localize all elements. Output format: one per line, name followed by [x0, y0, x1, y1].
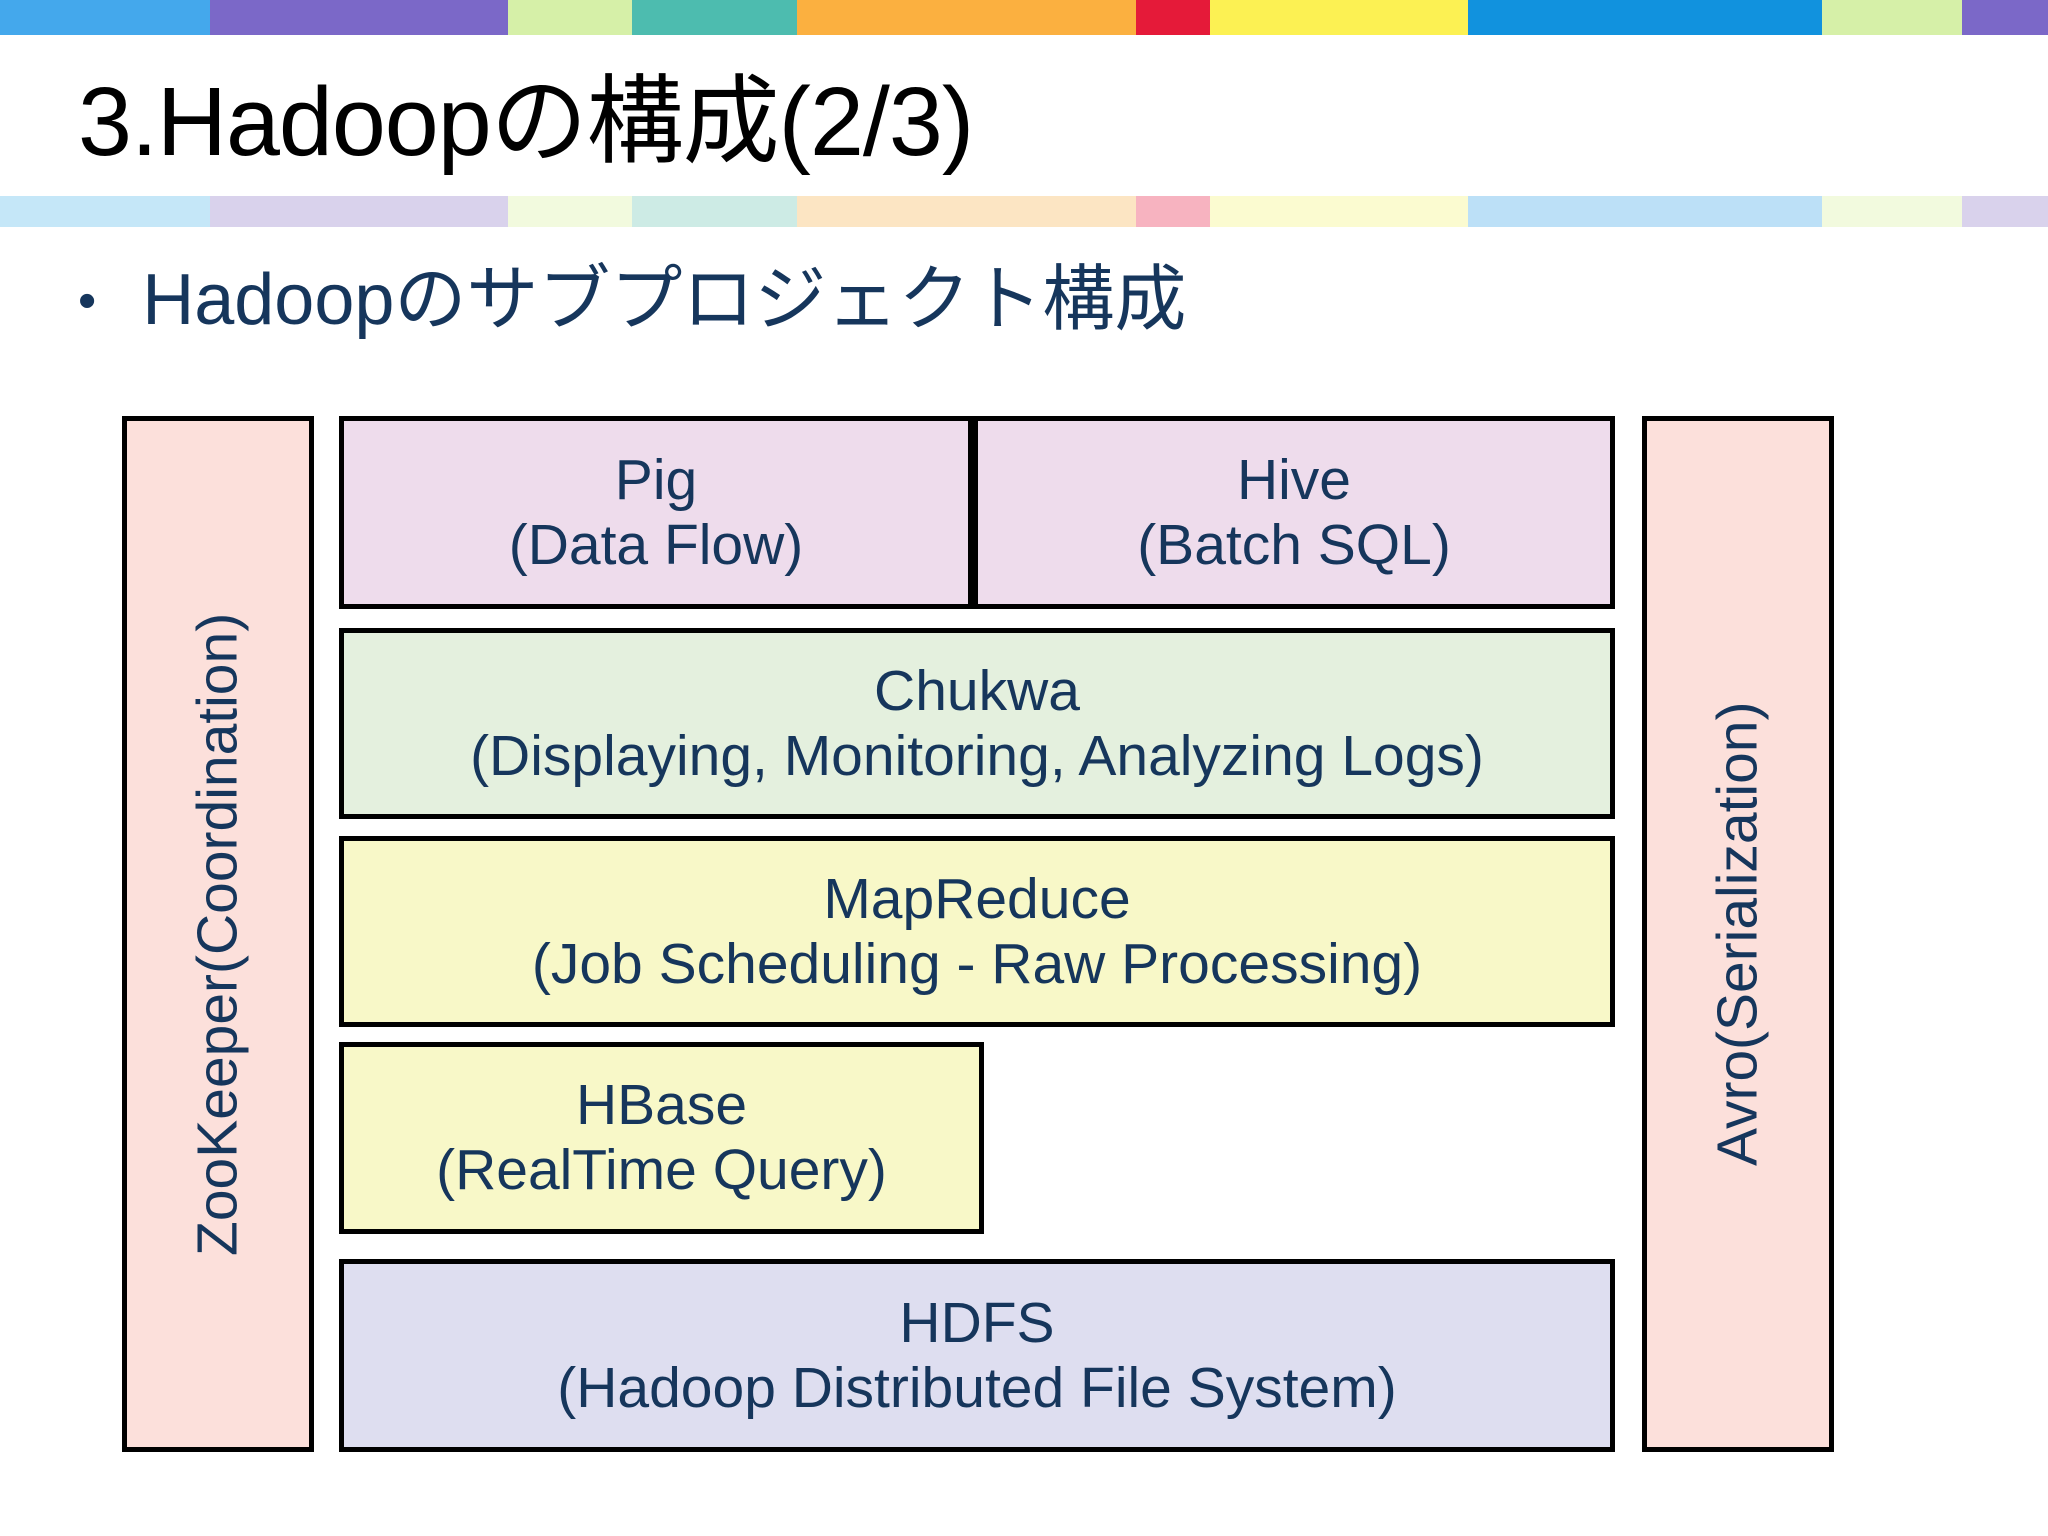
color-strip-segment-8: [1822, 196, 1962, 227]
color-strip-segment-5: [1136, 196, 1210, 227]
hdfs-label: HDFS (Hadoop Distributed File System): [557, 1290, 1397, 1420]
color-strip-segment-7: [1468, 196, 1822, 227]
diagram-box-chukwa: Chukwa (Displaying, Monitoring, Analyzin…: [339, 628, 1615, 819]
top-color-strip: [0, 0, 2048, 35]
color-strip-segment-6: [1210, 196, 1468, 227]
hbase-label: HBase (RealTime Query): [436, 1073, 887, 1202]
diagram-box-hbase: HBase (RealTime Query): [339, 1042, 984, 1234]
color-strip-segment-8: [1822, 0, 1962, 35]
color-strip-segment-0: [0, 0, 210, 35]
color-strip-segment-1: [210, 196, 508, 227]
zookeeper-text-group: ZooKeeper (Coordination): [186, 612, 251, 1255]
diagram-box-avro: Avro (Serialization): [1642, 416, 1834, 1452]
bottom-color-strip: [0, 196, 2048, 227]
bullet-label: Hadoopのサブプロジェクト構成: [142, 260, 1187, 340]
title-band: 3.Hadoopの構成(2/3): [0, 35, 2048, 196]
color-strip-segment-2: [508, 196, 632, 227]
color-strip-segment-3: [632, 196, 797, 227]
pig-label: Pig (Data Flow): [508, 447, 804, 577]
chukwa-label: Chukwa (Displaying, Monitoring, Analyzin…: [470, 658, 1484, 788]
avro-text-group: Avro (Serialization): [1706, 702, 1771, 1167]
bullet-marker-icon: •: [78, 271, 97, 330]
color-strip-segment-9: [1962, 196, 2048, 227]
diagram-box-hdfs: HDFS (Hadoop Distributed File System): [339, 1259, 1615, 1452]
zookeeper-name: ZooKeeper: [185, 973, 250, 1256]
diagram-box-mapreduce: MapReduce (Job Scheduling - Raw Processi…: [339, 836, 1615, 1027]
color-strip-segment-0: [0, 196, 210, 227]
diagram-box-zookeeper: ZooKeeper (Coordination): [122, 416, 314, 1452]
color-strip-segment-6: [1210, 0, 1468, 35]
color-strip-segment-7: [1468, 0, 1822, 35]
diagram-box-hive: Hive (Batch SQL): [973, 416, 1615, 609]
color-strip-segment-9: [1962, 0, 2048, 35]
page-title: 3.Hadoopの構成(2/3): [78, 67, 974, 176]
diagram-box-pig: Pig (Data Flow): [339, 416, 973, 609]
color-strip-segment-5: [1136, 0, 1210, 35]
hive-label: Hive (Batch SQL): [1137, 447, 1451, 577]
mapreduce-label: MapReduce (Job Scheduling - Raw Processi…: [531, 866, 1423, 996]
color-strip-segment-1: [210, 0, 508, 35]
color-strip-segment-3: [632, 0, 797, 35]
avro-name: Avro: [1705, 1050, 1770, 1167]
color-strip-segment-2: [508, 0, 632, 35]
bullet-line: • Hadoopのサブプロジェクト構成: [78, 260, 1187, 340]
color-strip-segment-4: [797, 196, 1136, 227]
color-strip-segment-4: [797, 0, 1136, 35]
zookeeper-subtitle: (Coordination): [185, 612, 250, 974]
avro-subtitle: (Serialization): [1705, 701, 1770, 1051]
